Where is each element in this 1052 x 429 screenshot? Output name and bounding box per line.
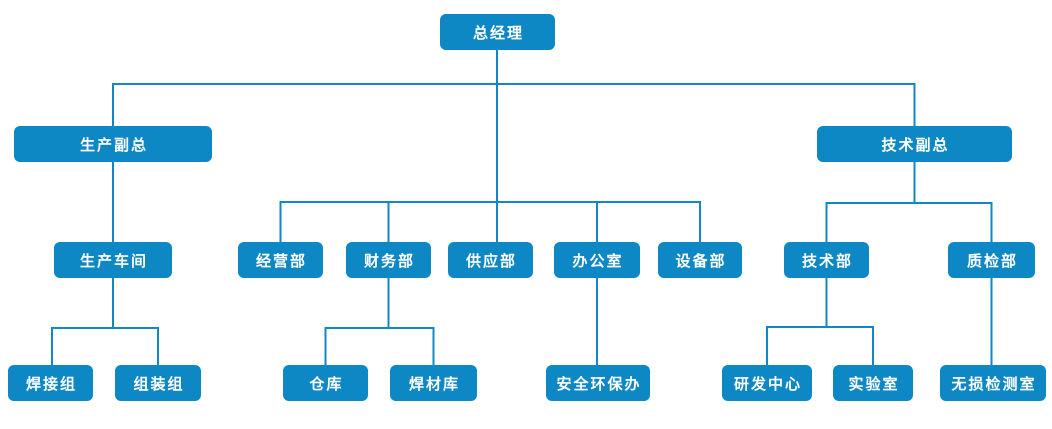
node-laboratory: 实验室 (833, 365, 913, 401)
node-safety-env-office: 安全环保办 (546, 365, 650, 401)
node-production-vp: 生产副总 (14, 126, 212, 162)
node-general-manager: 总经理 (440, 14, 555, 50)
node-welding-group: 焊接组 (8, 365, 93, 401)
node-technology-dept: 技术部 (784, 242, 869, 278)
node-rd-center: 研发中心 (722, 365, 812, 401)
node-equipment-dept: 设备部 (658, 242, 742, 278)
node-assembly-group: 组装组 (115, 365, 201, 401)
connector-workshop-to-groups (51, 278, 159, 365)
node-finance-dept: 财务部 (346, 242, 431, 278)
connector-gm-to-depts (279, 201, 701, 242)
node-ndt-room: 无损检测室 (940, 365, 1046, 401)
node-welding-material-warehouse: 焊材库 (390, 365, 477, 401)
connector-finance-to-warehouses (324, 278, 435, 365)
node-supply-dept: 供应部 (448, 242, 533, 278)
node-warehouse: 仓库 (283, 365, 368, 401)
node-production-workshop: 生产车间 (54, 242, 172, 278)
node-quality-dept: 质检部 (948, 242, 1035, 278)
node-technical-vp: 技术副总 (817, 126, 1012, 162)
node-office: 办公室 (554, 242, 640, 278)
connector-technicalvp-to-depts (825, 162, 993, 242)
connector-technology-to-children (766, 278, 874, 365)
connector-gm-to-vps (112, 83, 916, 126)
node-business-dept: 经营部 (238, 242, 323, 278)
